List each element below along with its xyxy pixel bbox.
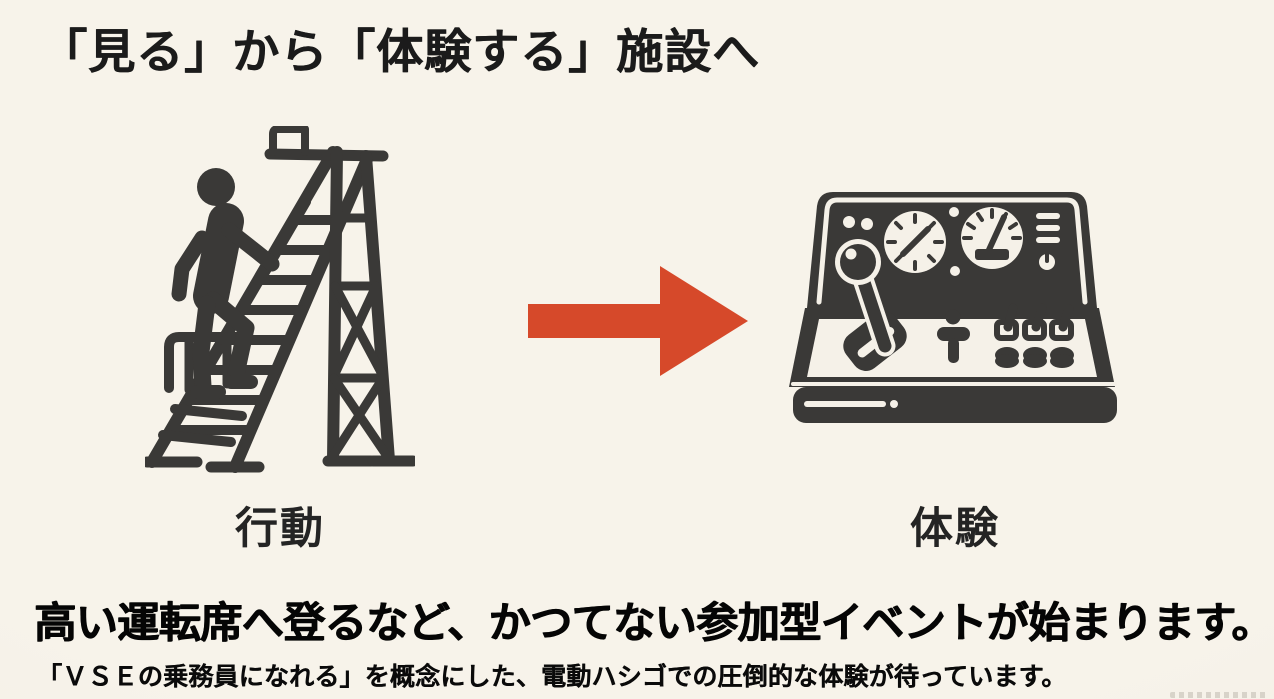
- person-climbing-ladder-icon: [145, 126, 415, 473]
- control-console-icon: [789, 192, 1117, 423]
- power-knob: [1039, 252, 1055, 270]
- indicator-bars: [1036, 213, 1060, 243]
- gauge-dial-left: [884, 211, 946, 273]
- headline-text: 高い運転席へ登るなど、かつてない参加型イベントが始まります。: [34, 599, 1273, 646]
- toggle-switches: [994, 303, 1074, 341]
- watermark-fragment: [1170, 692, 1268, 698]
- round-buttons: [995, 347, 1074, 368]
- subtext: 「ＶＳＥの乗務員になれる」を概念にした、電動ハシゴでの圧倒的な体験が待っています…: [37, 663, 1067, 691]
- gauge-speedometer-right: [961, 207, 1023, 269]
- right-arrow-icon: [528, 266, 748, 376]
- person-figure: [171, 168, 280, 399]
- shifter-lever: [835, 239, 907, 371]
- page-title: 「見る」から「体験する」施設へ: [40, 27, 760, 79]
- before-label: 行動: [235, 505, 325, 553]
- after-label: 体験: [910, 505, 1000, 553]
- arrow-shape: [528, 266, 748, 376]
- joystick: [937, 309, 970, 363]
